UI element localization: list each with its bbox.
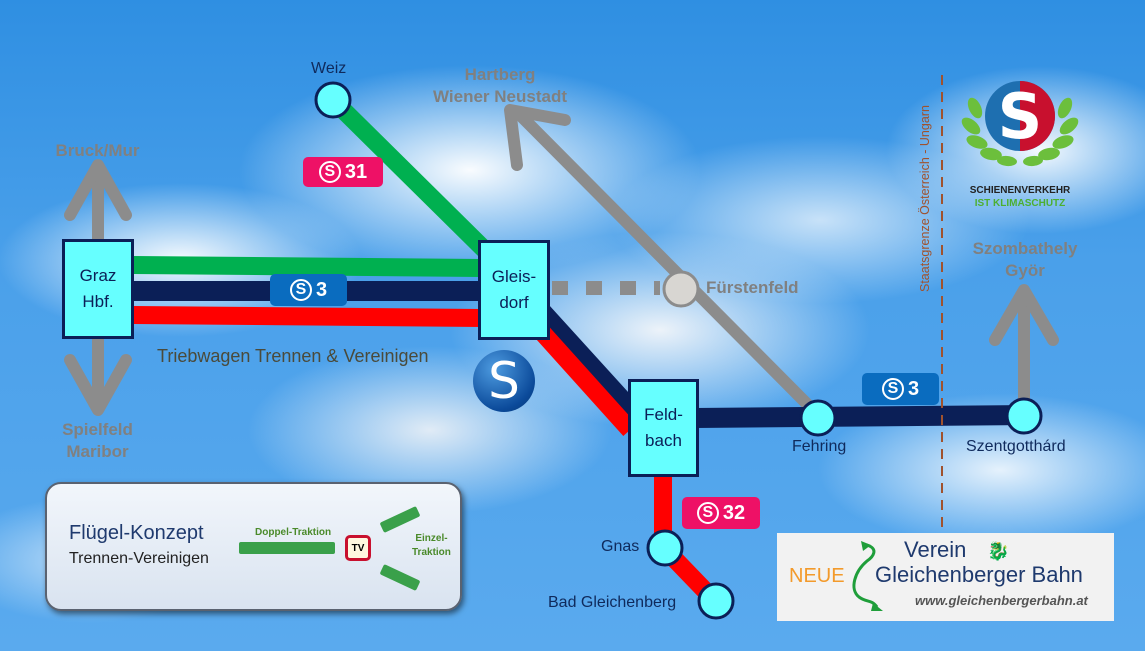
neue-gleichenberger-bahn-logo[interactable]: NEUE Verein 🐉 Gleichenberger Bahn www.gl… [777, 533, 1114, 621]
badge-s31-number: 31 [344, 160, 368, 183]
border-label: Staatsgrenze Österreich - Ungarn [918, 105, 932, 292]
concept-title: Flügel-Konzept [69, 522, 204, 544]
station-gleisdorf-line2: dorf [499, 293, 529, 312]
station-fuerstenfeld-label: Fürstenfeld [706, 278, 799, 297]
s-bahn-icon: S [696, 502, 719, 524]
destination-spielfeld-line1: Spielfeld [62, 420, 133, 439]
station-fuerstenfeld-dot[interactable] [662, 270, 700, 308]
station-graz-hbf[interactable]: Graz Hbf. [62, 239, 134, 339]
gleichenberger-bahn-label: Gleichenberger Bahn [875, 562, 1083, 587]
connection-bruck-arrow [64, 159, 132, 246]
klimaschutz-line1: SCHIENENVERKEHR [969, 185, 1071, 196]
station-bad-gleichenberg-dot[interactable] [697, 582, 735, 620]
destination-szombathely-line2: Györ [1005, 261, 1045, 280]
station-gleisdorf-line1: Gleis- [491, 267, 537, 286]
line-s32-graz [132, 306, 483, 327]
verein-label: Verein [904, 537, 967, 562]
line-s32-feldbach [533, 323, 637, 437]
destination-hartberg-line2: Wiener Neustadt [433, 87, 567, 106]
station-weiz-dot[interactable] [314, 81, 352, 119]
doppel-traktion-label: Doppel-Traktion [255, 527, 332, 538]
trennen-vereinigen-note: Triebwagen Trennen & Vereinigen [157, 346, 429, 366]
station-szentgotthard-dot[interactable] [1005, 397, 1043, 435]
klimaschutz-line2: IST KLIMASCHUTZ [974, 198, 1066, 209]
s-bahn-logo-icon: S [473, 350, 535, 412]
badge-s32-number: 32 [722, 501, 746, 524]
station-graz-line2: Hbf. [82, 292, 114, 311]
destination-hartberg-line1: Hartberg [464, 65, 536, 84]
station-weiz-label: Weiz [311, 60, 347, 77]
track-arrow-icon [852, 541, 883, 611]
station-feldbach[interactable]: Feld- bach [628, 379, 699, 477]
styria-panther-icon: 🐉 [987, 541, 1010, 561]
badge-s3-east-number: 3 [907, 377, 920, 400]
station-gnas-dot[interactable] [646, 529, 684, 567]
line-s31-graz [132, 256, 483, 277]
station-gleisdorf[interactable]: Gleis- dorf [478, 240, 550, 340]
station-szentgotthard-label: Szentgotthárd [966, 438, 1066, 455]
tv-switch-icon: TV [345, 535, 371, 561]
website-link[interactable]: www.gleichenbergerbahn.at [915, 593, 1088, 608]
concept-subtitle: Trennen-Vereinigen [69, 550, 209, 567]
station-bad-gleichenberg-label: Bad Gleichenberg [548, 594, 677, 611]
line-s3-east [694, 405, 1025, 428]
destination-spielfeld: Spielfeld Maribor [40, 419, 155, 463]
station-gnas-label: Gnas [601, 538, 640, 555]
badge-s31: S 31 [303, 157, 383, 187]
klimaschutz-logo: S [955, 78, 1085, 168]
station-graz-line1: Graz [79, 266, 117, 285]
destination-hartberg: Hartberg Wiener Neustadt [400, 64, 600, 108]
double-train-icon [239, 542, 335, 554]
einzel-line2: Traktion [412, 547, 451, 558]
station-fehring-label: Fehring [792, 438, 847, 455]
s-bahn-icon: S [289, 279, 312, 301]
einzel-traktion-label: Einzel- Traktion [412, 532, 451, 560]
line-s31 [326, 93, 507, 272]
single-train-icon-upper [379, 506, 421, 533]
destination-szombathely: Szombathely Györ [950, 238, 1100, 282]
line-s3-feldbach [532, 303, 648, 427]
badge-s32: S 32 [682, 497, 760, 529]
neue-label: NEUE [789, 565, 845, 587]
connection-hartberg-arrow [504, 104, 821, 418]
laurel-wreath-icon: S [961, 80, 1079, 167]
einzel-line1: Einzel- [415, 533, 448, 544]
station-feldbach-line1: Feld- [644, 405, 683, 424]
destination-spielfeld-line2: Maribor [66, 442, 129, 461]
klimaschutz-text: SCHIENENVERKEHR IST KLIMASCHUTZ [950, 184, 1090, 210]
destination-szombathely-line1: Szombathely [972, 239, 1078, 258]
station-feldbach-line2: bach [645, 431, 682, 450]
s-bahn-icon: S [318, 161, 341, 183]
fluegel-konzept-card: Flügel-Konzept Trennen-Vereinigen Doppel… [45, 482, 462, 611]
connection-spielfeld-arrow [64, 334, 132, 416]
s-bahn-icon: S [881, 378, 904, 400]
svg-text:S: S [998, 80, 1043, 153]
badge-s3-west: S 3 [270, 274, 347, 306]
single-train-icon-lower [379, 564, 421, 591]
badge-s3-east: S 3 [862, 373, 939, 405]
station-fehring-dot[interactable] [799, 399, 837, 437]
destination-bruck: Bruck/Mur [55, 141, 140, 160]
connection-szombathely-arrow [989, 284, 1059, 416]
badge-s3-west-number: 3 [315, 278, 328, 301]
